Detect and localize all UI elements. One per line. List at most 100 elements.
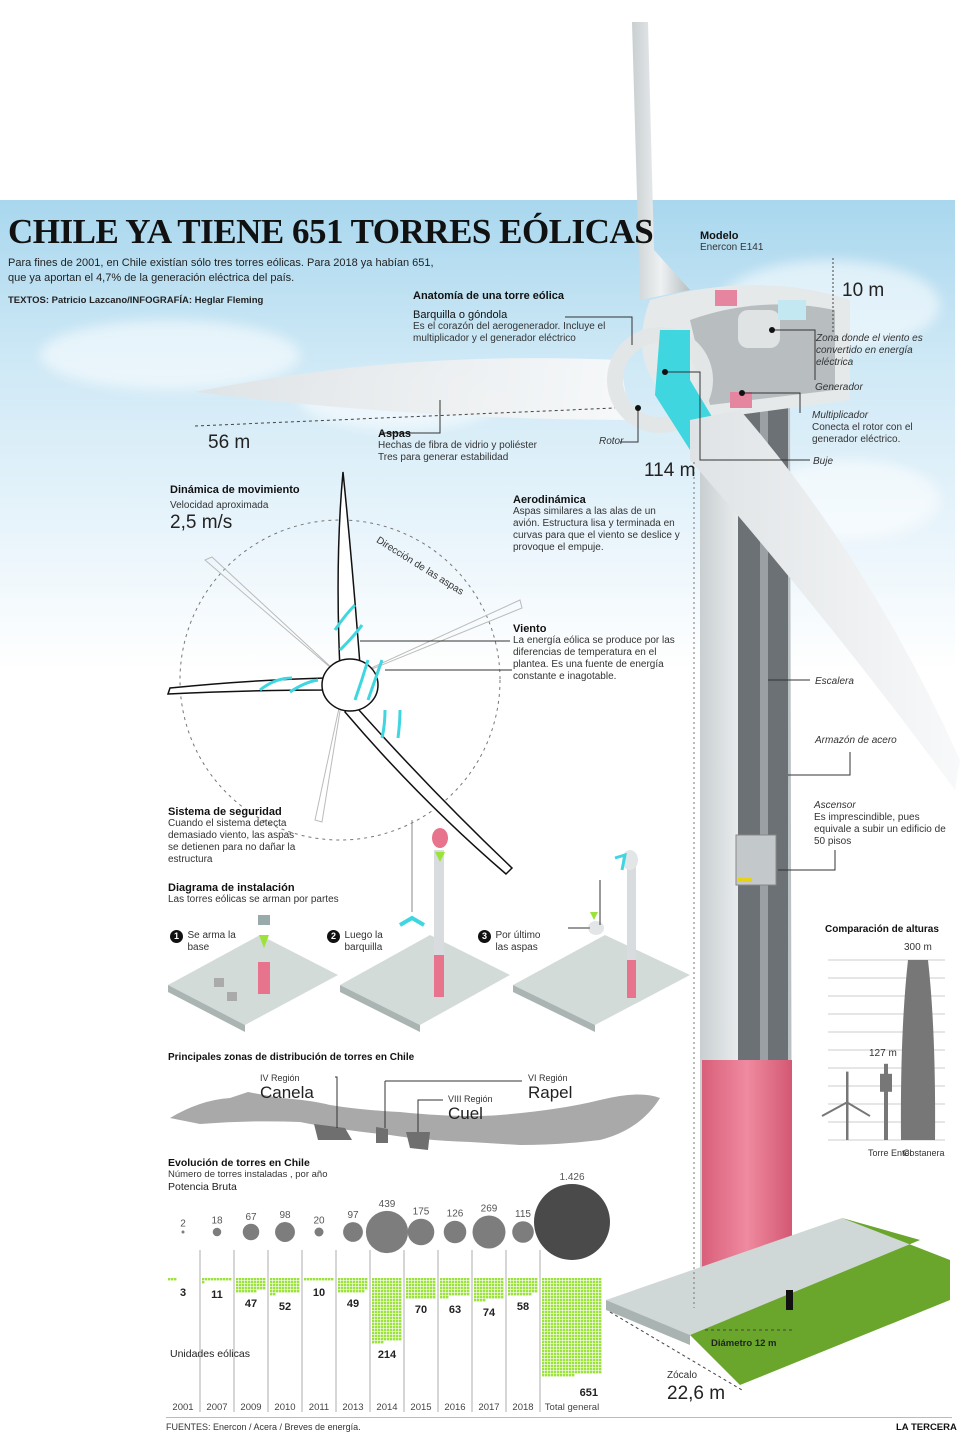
unit-dot	[566, 1290, 569, 1293]
unit-dot	[581, 1317, 584, 1320]
unit-dot	[517, 1281, 520, 1284]
unit-dot	[542, 1347, 545, 1350]
unit-dot	[338, 1290, 341, 1293]
unit-dot	[560, 1284, 563, 1287]
unit-dot	[593, 1326, 596, 1329]
unit-dot	[584, 1341, 587, 1344]
unit-dot	[551, 1320, 554, 1323]
unit-dot	[584, 1329, 587, 1332]
unit-dot	[587, 1281, 590, 1284]
unit-dot	[387, 1317, 390, 1320]
unit-dot	[443, 1284, 446, 1287]
unit-dot	[587, 1317, 590, 1320]
unit-dot	[572, 1365, 575, 1368]
unit-dot	[560, 1374, 563, 1377]
unit-dot	[205, 1278, 208, 1281]
unit-dot	[399, 1311, 402, 1314]
unit-dot	[593, 1287, 596, 1290]
unit-dot	[273, 1284, 276, 1287]
unit-dot	[174, 1278, 177, 1281]
unit-dot	[554, 1368, 557, 1371]
unit-dot	[406, 1278, 409, 1281]
height-tick-entel: Torre Entel	[868, 1148, 912, 1158]
unit-dot	[508, 1287, 511, 1290]
unit-dot	[495, 1296, 498, 1299]
unit-dot	[288, 1284, 291, 1287]
unit-dot	[344, 1290, 347, 1293]
unit-dot	[545, 1287, 548, 1290]
hub-label: Buje	[813, 456, 834, 467]
unit-dot	[587, 1296, 590, 1299]
diameter-label: Diámetro 12 m	[711, 1338, 777, 1349]
unit-dot	[590, 1326, 593, 1329]
unit-dot	[412, 1290, 415, 1293]
unit-dot	[304, 1278, 307, 1281]
unit-dot	[347, 1287, 350, 1290]
unit-dot	[593, 1332, 596, 1335]
unit-dot	[239, 1284, 242, 1287]
unit-dot	[526, 1278, 529, 1281]
unit-dot	[415, 1278, 418, 1281]
unit-dot	[517, 1284, 520, 1287]
unit-dot	[566, 1335, 569, 1338]
unit-dot	[449, 1290, 452, 1293]
unit-dot	[587, 1326, 590, 1329]
bubble-value-label: 439	[379, 1199, 396, 1210]
unit-dot	[381, 1284, 384, 1287]
unit-dot	[276, 1287, 279, 1290]
unit-dot	[557, 1329, 560, 1332]
unit-dot	[535, 1278, 538, 1281]
unit-dot	[572, 1293, 575, 1296]
unit-dot	[584, 1317, 587, 1320]
step-text: Se arma la base	[187, 930, 236, 953]
unit-dot	[563, 1332, 566, 1335]
unit-dot	[596, 1308, 599, 1311]
unit-dot	[341, 1290, 344, 1293]
unit-dot	[593, 1368, 596, 1371]
unit-dot	[489, 1278, 492, 1281]
unit-dot	[545, 1302, 548, 1305]
base-slab	[606, 1218, 920, 1335]
unit-dot	[356, 1284, 359, 1287]
unit-dot	[560, 1308, 563, 1311]
unit-dot	[387, 1278, 390, 1281]
model-value: Enercon E141	[700, 242, 764, 253]
unit-dot	[245, 1290, 248, 1293]
unit-dot	[593, 1335, 596, 1338]
unit-dot	[495, 1284, 498, 1287]
unit-dot	[590, 1290, 593, 1293]
unit-dot	[440, 1281, 443, 1284]
unit-dot	[270, 1278, 273, 1281]
unit-dot	[575, 1308, 578, 1311]
unit-dot	[387, 1332, 390, 1335]
unit-dot	[575, 1296, 578, 1299]
unit-dot	[548, 1305, 551, 1308]
unit-dot	[548, 1347, 551, 1350]
unit-dot	[372, 1314, 375, 1317]
unit-dot	[569, 1317, 572, 1320]
unit-dot	[545, 1317, 548, 1320]
safety-text: Cuando el sistema detecta demasiado vien…	[168, 818, 296, 865]
rotor-label: Rotor	[599, 436, 624, 447]
unit-dot	[593, 1320, 596, 1323]
unit-dot	[596, 1320, 599, 1323]
unit-dot	[421, 1281, 424, 1284]
unit-dot	[572, 1338, 575, 1341]
unit-dot	[347, 1278, 350, 1281]
unit-dot	[554, 1359, 557, 1362]
unit-dot	[399, 1308, 402, 1311]
unit-dot	[554, 1281, 557, 1284]
unit-dot	[452, 1284, 455, 1287]
unit-dot	[520, 1284, 523, 1287]
unit-dot	[390, 1302, 393, 1305]
unit-dot	[486, 1278, 489, 1281]
unit-dot	[532, 1284, 535, 1287]
unit-dot	[399, 1335, 402, 1338]
unit-dot	[440, 1293, 443, 1296]
unit-dot	[587, 1284, 590, 1287]
unit-dot	[572, 1347, 575, 1350]
unit-dot	[560, 1281, 563, 1284]
unit-dot	[542, 1326, 545, 1329]
unit-dot	[535, 1290, 538, 1293]
